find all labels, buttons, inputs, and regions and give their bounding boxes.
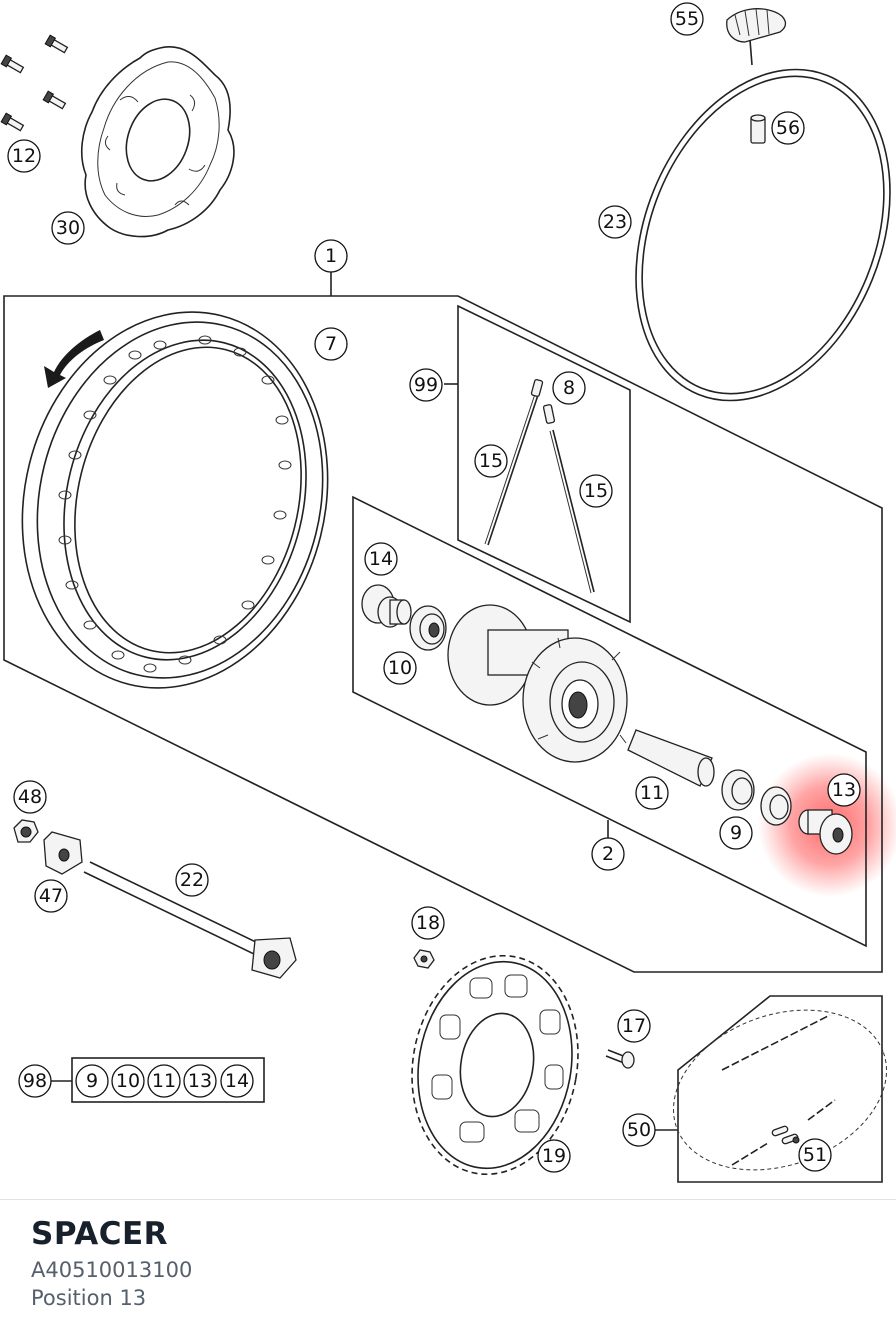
- callout-9[interactable]: 9: [719, 816, 753, 850]
- callout-48[interactable]: 48: [13, 780, 47, 814]
- callout-2[interactable]: 2: [591, 837, 625, 871]
- part-name: SPACER: [31, 1216, 168, 1252]
- kit-item-14[interactable]: 14: [220, 1064, 254, 1098]
- rotation-arrow: [44, 330, 104, 388]
- svg-text:11: 11: [640, 782, 664, 804]
- svg-text:56: 56: [776, 117, 800, 139]
- callout-1[interactable]: 1: [314, 239, 348, 273]
- svg-text:30: 30: [56, 217, 80, 239]
- wheel-spindle-22[interactable]: [83, 861, 297, 979]
- svg-text:1: 1: [325, 245, 337, 267]
- kit-item-11[interactable]: 11: [147, 1064, 181, 1098]
- svg-text:19: 19: [542, 1145, 566, 1167]
- sprocket[interactable]: [395, 942, 595, 1187]
- rim-lock[interactable]: [726, 8, 787, 66]
- svg-text:99: 99: [414, 374, 438, 396]
- callout-51[interactable]: 51: [798, 1138, 832, 1172]
- callout-15b[interactable]: 15: [579, 474, 613, 508]
- svg-text:14: 14: [369, 548, 393, 570]
- callout-30[interactable]: 30: [51, 211, 85, 245]
- callout-19[interactable]: 19: [537, 1139, 571, 1173]
- axle-nut-48[interactable]: [13, 819, 39, 843]
- callout-23[interactable]: 23: [598, 205, 632, 239]
- wheel-assembly-frame: [3, 295, 883, 973]
- svg-text:11: 11: [152, 1070, 176, 1092]
- svg-text:47: 47: [39, 885, 63, 907]
- info-divider: [0, 1199, 896, 1200]
- spokes[interactable]: [484, 379, 595, 594]
- brake-disc[interactable]: [80, 46, 235, 238]
- callout-99[interactable]: 99: [409, 368, 443, 402]
- callout-8[interactable]: 8: [552, 371, 586, 405]
- hub-assembly-frame: [352, 495, 867, 948]
- part-position: Position 13: [31, 1286, 147, 1310]
- rim[interactable]: [0, 279, 367, 720]
- callout-13[interactable]: 13: [827, 773, 861, 807]
- svg-text:13: 13: [188, 1070, 212, 1092]
- callout-47[interactable]: 47: [34, 879, 68, 913]
- svg-text:15: 15: [584, 480, 608, 502]
- repair-kit-frame: [71, 1057, 265, 1103]
- callout-10[interactable]: 10: [383, 651, 417, 685]
- callout-12[interactable]: 12: [7, 139, 41, 173]
- svg-text:23: 23: [603, 211, 627, 233]
- callout-98[interactable]: 98: [18, 1064, 52, 1098]
- callout-55[interactable]: 55: [670, 2, 704, 36]
- svg-text:2: 2: [602, 843, 614, 865]
- spoke-set-frame: [457, 304, 631, 624]
- disc-bolts[interactable]: [0, 34, 69, 132]
- svg-text:8: 8: [563, 377, 575, 399]
- svg-text:15: 15: [479, 450, 503, 472]
- callout-18[interactable]: 18: [411, 906, 445, 940]
- svg-text:13: 13: [832, 779, 856, 801]
- kit-item-10[interactable]: 10: [111, 1064, 145, 1098]
- kit-item-9[interactable]: 9: [75, 1064, 109, 1098]
- callout-17[interactable]: 17: [617, 1009, 651, 1043]
- callout-7[interactable]: 7: [314, 327, 348, 361]
- callout-14[interactable]: 14: [364, 542, 398, 576]
- callout-15a[interactable]: 15: [474, 444, 508, 478]
- hub-body[interactable]: [447, 604, 628, 763]
- svg-text:22: 22: [180, 869, 204, 891]
- rim-tape[interactable]: [589, 31, 896, 438]
- sprocket-nut-18[interactable]: [413, 949, 435, 969]
- svg-text:10: 10: [388, 657, 412, 679]
- spacer-13[interactable]: [798, 809, 853, 855]
- chain-frame: [677, 995, 883, 1183]
- svg-text:17: 17: [622, 1015, 646, 1037]
- callout-11[interactable]: 11: [635, 776, 669, 810]
- part-info-panel: SPACER A40510013100 Position 13: [31, 1212, 192, 1312]
- svg-text:10: 10: [116, 1070, 140, 1092]
- svg-text:9: 9: [730, 822, 742, 844]
- chain[interactable]: [651, 982, 896, 1198]
- distance-sleeve-11[interactable]: [627, 729, 715, 787]
- kit-item-13[interactable]: 13: [183, 1064, 217, 1098]
- master-link-51[interactable]: [771, 1125, 800, 1145]
- hub-spacer-14[interactable]: [361, 584, 412, 628]
- svg-text:14: 14: [225, 1070, 249, 1092]
- chain-adjuster-47[interactable]: [43, 831, 83, 875]
- exploded-parts-diagram: 55 56 12 30 23 1 7 99 8 15 15 14 10 11 1…: [0, 2, 896, 1198]
- svg-text:12: 12: [12, 145, 36, 167]
- svg-text:48: 48: [18, 786, 42, 808]
- svg-text:98: 98: [23, 1070, 47, 1092]
- bearing-9[interactable]: [721, 769, 792, 826]
- callout-56[interactable]: 56: [771, 111, 805, 145]
- callout-50[interactable]: 50: [622, 1113, 656, 1147]
- svg-text:7: 7: [325, 333, 337, 355]
- svg-text:18: 18: [416, 912, 440, 934]
- bearing-10[interactable]: [409, 605, 447, 651]
- svg-text:9: 9: [86, 1070, 98, 1092]
- svg-text:55: 55: [675, 8, 699, 30]
- valve-nut[interactable]: [750, 114, 766, 144]
- svg-text:50: 50: [627, 1119, 651, 1141]
- sprocket-bolt-17[interactable]: [605, 1049, 635, 1069]
- part-number: A40510013100: [31, 1258, 193, 1282]
- svg-text:51: 51: [803, 1144, 827, 1166]
- callout-22[interactable]: 22: [175, 863, 209, 897]
